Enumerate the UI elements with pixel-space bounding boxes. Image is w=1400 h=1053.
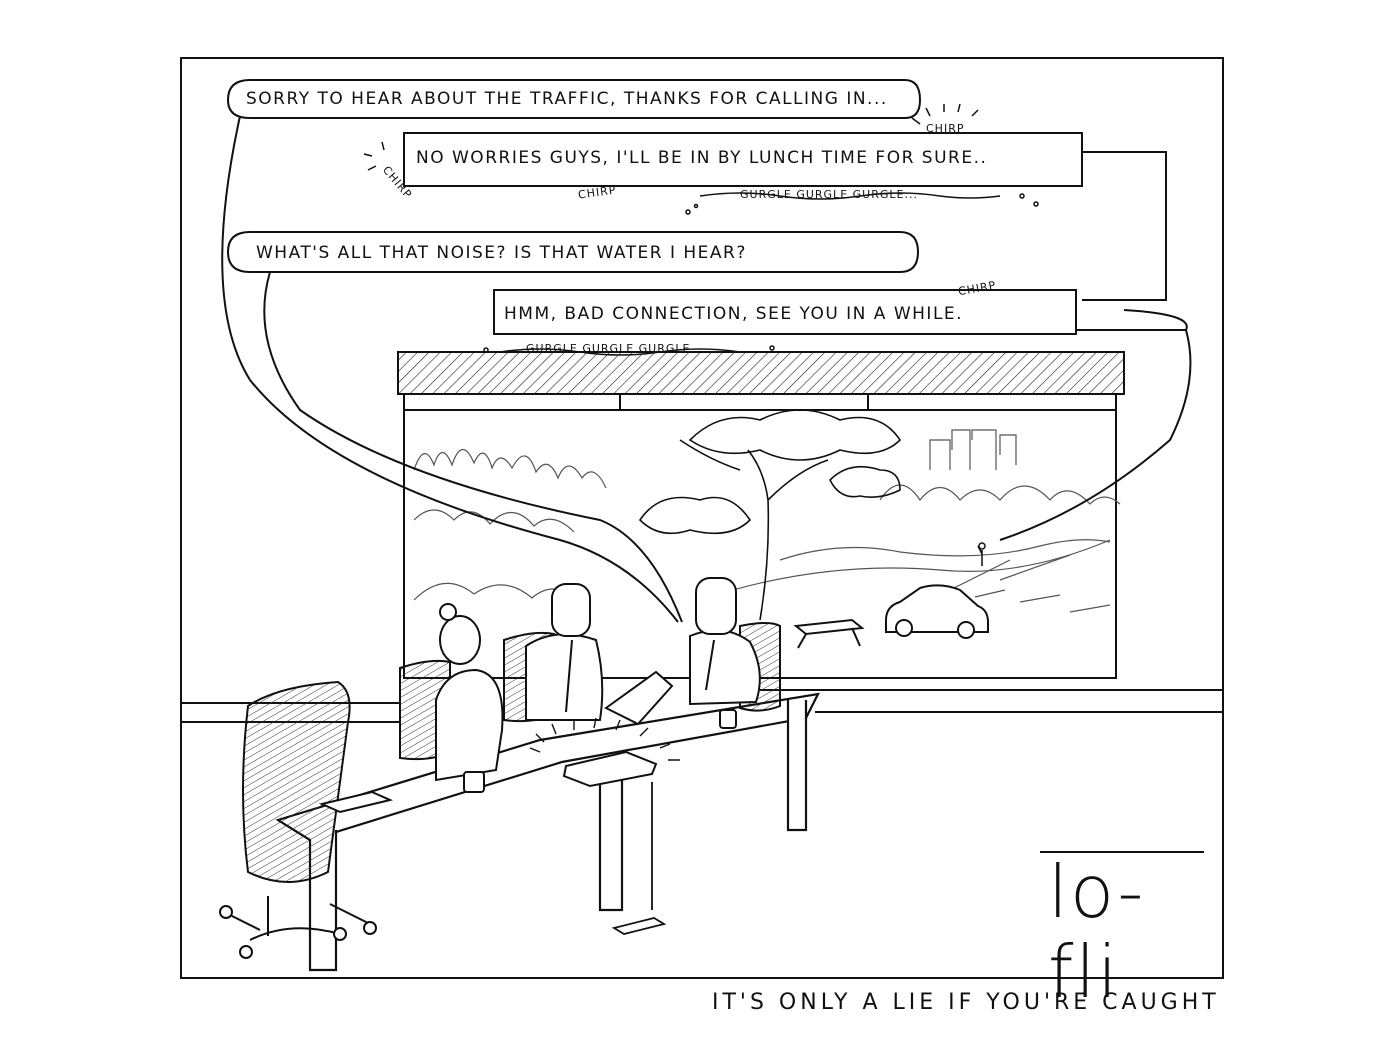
tree xyxy=(638,409,902,621)
bubble-2-text: NO WORRIES GUYS, I'LL BE IN BY LUNCH TIM… xyxy=(416,148,988,168)
bubble-2-shape xyxy=(403,132,1083,187)
people xyxy=(318,577,761,814)
wall-ledge xyxy=(182,689,1222,723)
office-window xyxy=(397,351,1125,679)
gurgle-sfx-1: GURGLE GURGLE GURGLE... xyxy=(740,188,918,201)
conference-table xyxy=(275,692,820,972)
bubble-tails xyxy=(221,115,1192,623)
landscape xyxy=(413,429,1121,613)
sound-marks xyxy=(363,103,1039,356)
panel-border xyxy=(180,57,1224,979)
picnic-table xyxy=(793,618,865,649)
bubble-3-shape xyxy=(226,231,920,273)
comic-caption: IT'S ONLY A LIE IF YOU'RE CAUGHT xyxy=(712,990,1220,1015)
bubble-1-text: SORRY TO HEAR ABOUT THE TRAFFIC, THANKS … xyxy=(246,89,888,109)
phone-cable-and-jack xyxy=(611,782,667,935)
artist-logo: lo-fli xyxy=(1048,850,1146,1014)
phone-ring-marks xyxy=(529,717,680,761)
bubble-1-shape xyxy=(226,79,922,119)
bubble-3-text: WHAT'S ALL THAT NOISE? IS THAT WATER I H… xyxy=(256,243,747,263)
bubble-4-shape xyxy=(493,289,1077,335)
window-blind xyxy=(397,351,1125,395)
gurgle-sfx-2: GURGLE GURGLE GURGLE xyxy=(526,342,691,355)
speech-bubbles xyxy=(226,79,1083,335)
bubble-4-text: HMM, BAD CONNECTION, SEE YOU IN A WHILE. xyxy=(504,304,964,324)
chirp-sfx-1: CHIRP xyxy=(926,122,965,135)
tiny-figure xyxy=(977,542,986,566)
parked-car xyxy=(885,584,989,639)
